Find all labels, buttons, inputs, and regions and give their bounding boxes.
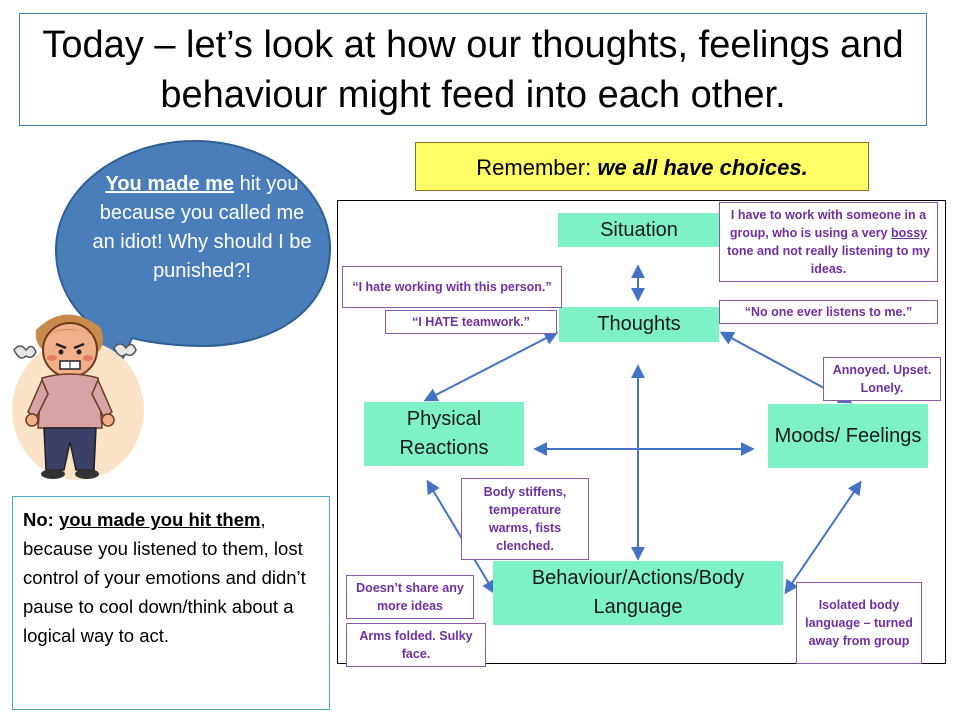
slide-title: Today – let’s look at how our thoughts, … bbox=[19, 13, 927, 126]
node-moods-feelings: Moods/ Feelings bbox=[768, 404, 928, 468]
note-doesnt-share: Doesn’t share any more ideas bbox=[346, 575, 474, 619]
diagram-frame bbox=[337, 200, 946, 664]
note-no-one-listens: “No one ever listens to me.” bbox=[719, 300, 938, 324]
note-group-underlined: bossy bbox=[891, 226, 928, 240]
node-behaviour: Behaviour/Actions/Body Language bbox=[493, 561, 783, 625]
response-underlined: you made you hit them bbox=[58, 509, 261, 530]
response-rest: , because you listened to them, lost con… bbox=[23, 509, 306, 646]
bubble-underlined: You made me bbox=[105, 173, 235, 195]
speech-bubble-text: You made me hit you because you called m… bbox=[92, 170, 312, 286]
note-annoyed: Annoyed. Upset. Lonely. bbox=[823, 357, 941, 401]
remember-banner: Remember: we all have choices. bbox=[415, 142, 869, 191]
node-thoughts: Thoughts bbox=[559, 307, 719, 342]
note-hate-teamwork: “I HATE teamwork.” bbox=[385, 310, 557, 334]
angry-child-illustration bbox=[12, 314, 144, 480]
note-isolated: Isolated body language – turned away fro… bbox=[796, 582, 922, 664]
note-arms-folded: Arms folded. Sulky face. bbox=[346, 623, 486, 667]
remember-prefix: Remember: bbox=[476, 155, 598, 180]
node-physical-reactions: Physical Reactions bbox=[364, 402, 524, 466]
bubble-rest: hit you because you called me an idiot! … bbox=[92, 173, 312, 282]
remember-emphasis: we all have choices. bbox=[597, 155, 808, 180]
note-group-before: I have to work with someone in a group, … bbox=[729, 208, 927, 240]
response-textbox: No: you made you hit them, because you l… bbox=[12, 496, 330, 710]
node-situation: Situation bbox=[558, 213, 720, 247]
response-lead: No: bbox=[23, 509, 59, 530]
note-group-after: tone and not really listening to my idea… bbox=[727, 244, 930, 276]
note-body-reactions: Body stiffens, temperature warms, fists … bbox=[461, 478, 589, 560]
note-hate-working: “I hate working with this person.” bbox=[342, 266, 562, 308]
note-situation-detail: I have to work with someone in a group, … bbox=[719, 202, 938, 282]
